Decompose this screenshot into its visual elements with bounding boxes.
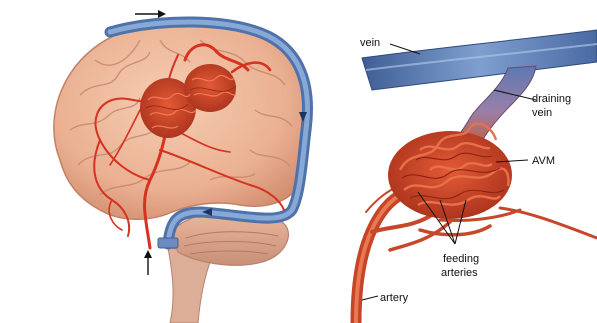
vein-outlet [158,238,178,248]
label-vein: vein [360,37,380,49]
label-draining-vein-line2: vein [532,107,552,119]
label-feeding-arteries-line2: arteries [441,267,478,279]
avm-closeup-diagram: vein draining vein AVM feeding arteries … [356,30,597,323]
label-draining-vein-line1: draining [532,93,571,105]
brain-diagram [54,10,310,323]
label-avm: AVM [532,155,555,167]
avm-nidus [388,124,512,219]
label-feeding-arteries-line1: feeding [443,253,479,265]
vein-vessel [362,30,597,90]
label-artery: artery [380,292,409,304]
flow-arrow-icon [135,10,166,18]
flow-arrow-icon [144,250,152,275]
